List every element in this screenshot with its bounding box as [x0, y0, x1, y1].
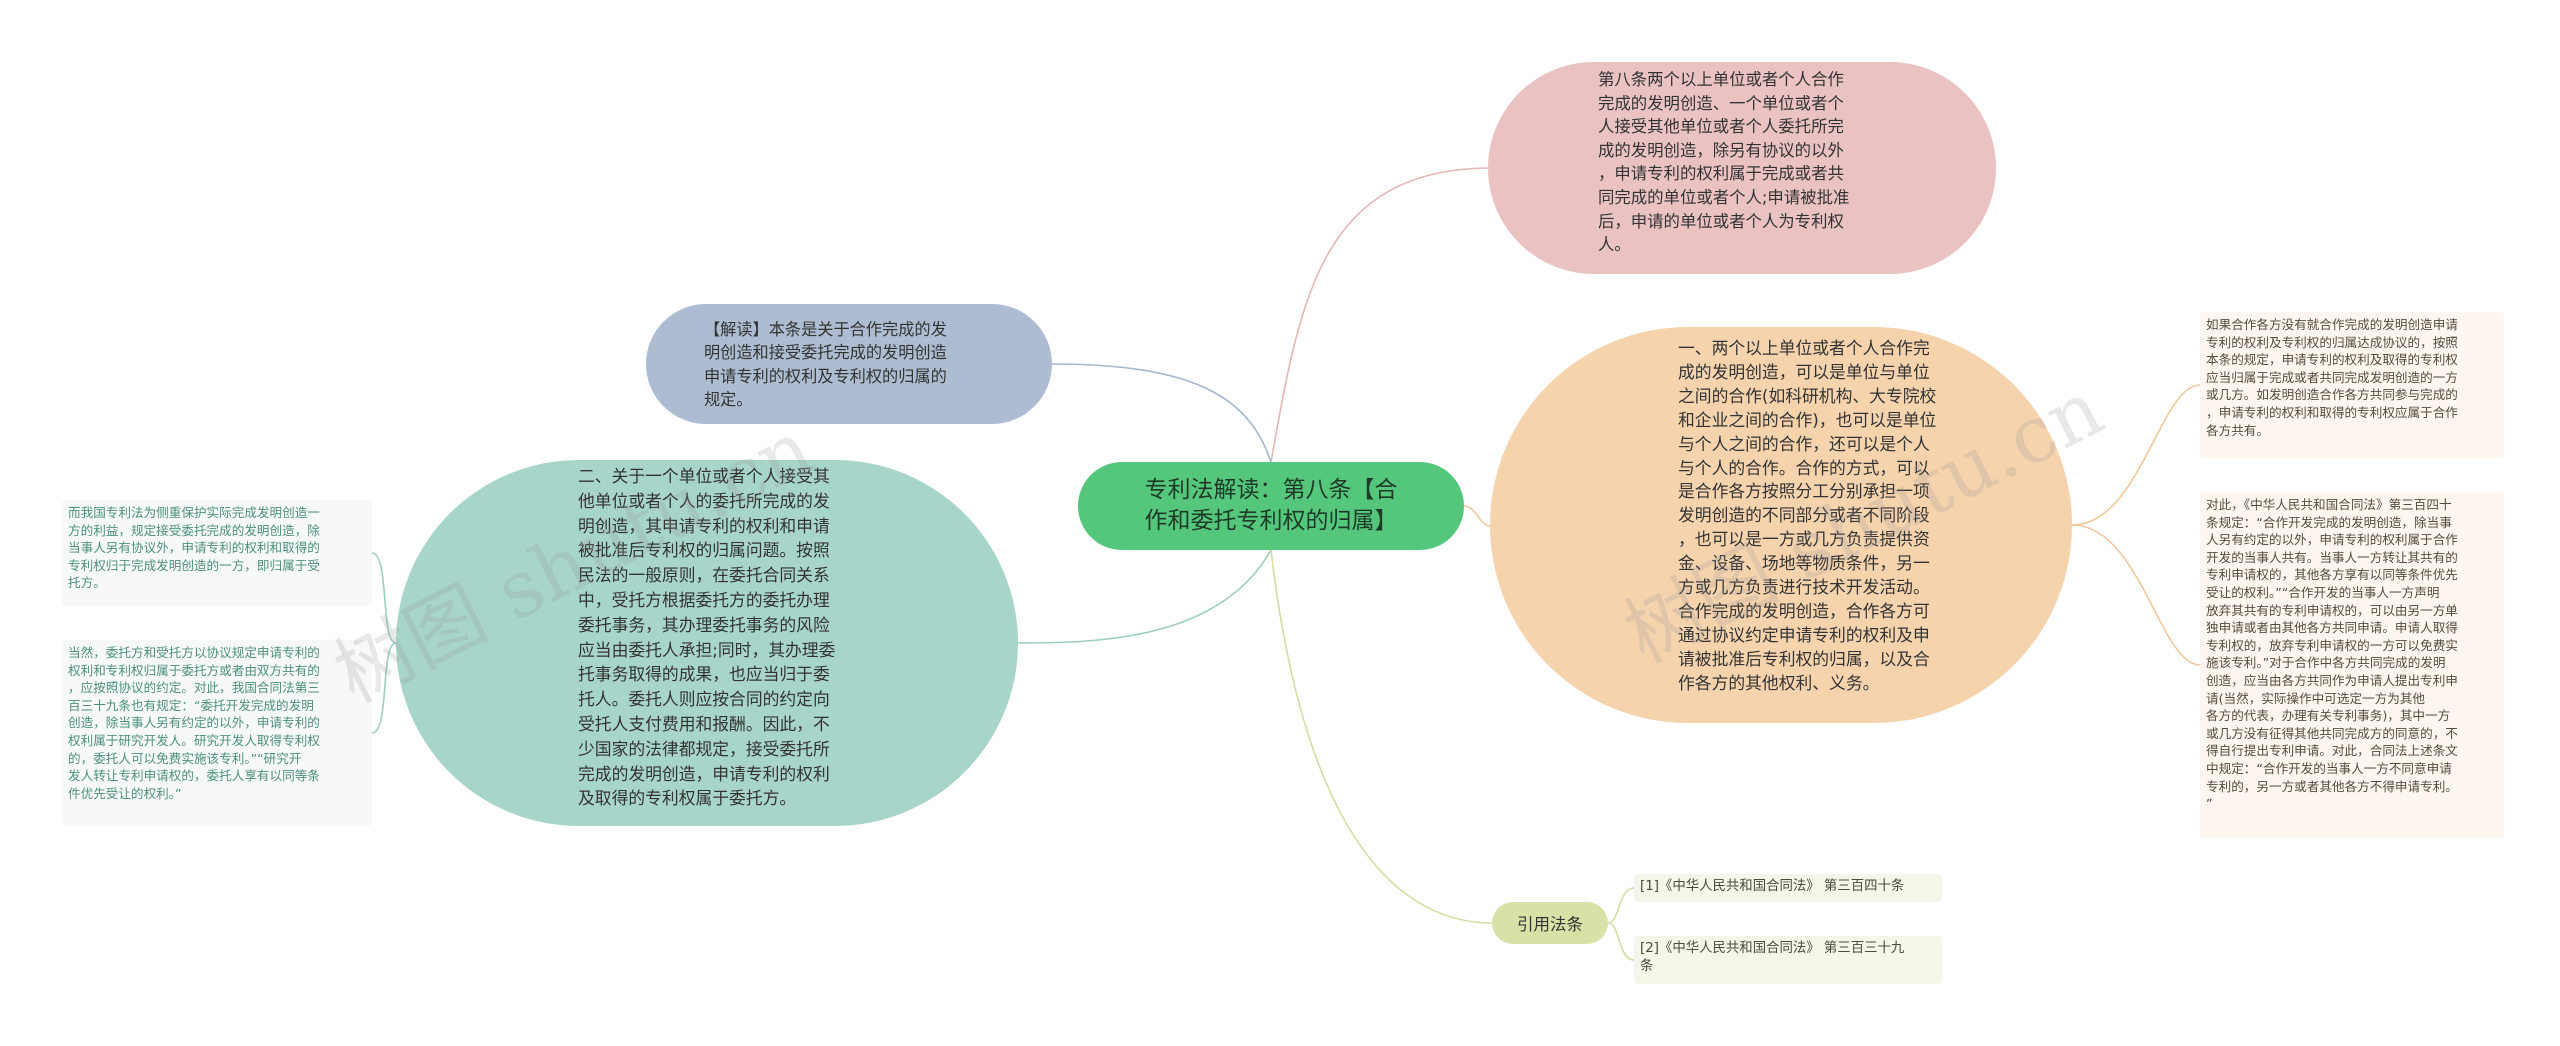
- commission-note-2[interactable]: 当然，委托方和受托方以协议规定申请专利的 权利和专利权归属于委托方或者由双方共有…: [62, 640, 372, 826]
- citation-item-1-text: [1]《中华人民共和国合同法》 第三百四十条: [1640, 879, 1905, 894]
- connector-root-to-cooperation: [1463, 505, 1491, 527]
- commission-note-1-text: 而我国专利法为侧重保护实际完成发明创造一 方的利益，规定接受委托完成的发明创造，…: [68, 505, 320, 591]
- citations-node[interactable]: 引用法条: [1492, 902, 1608, 944]
- connector-citations-to-cite-1: [1607, 887, 1635, 924]
- commission-note-1[interactable]: 而我国专利法为侧重保护实际完成发明创造一 方的利益，规定接受委托完成的发明创造，…: [62, 500, 372, 606]
- cooperation-note-1-text: 如果合作各方没有就合作完成的发明创造申请 专利的权利及专利权的归属达成协议的，按…: [2206, 317, 2458, 438]
- cooperation-node[interactable]: 一、两个以上单位或者个人合作完 成的发明创造，可以是单位与单位 之间的合作(如科…: [1490, 327, 2072, 723]
- interpretation-text: 【解读】本条是关于合作完成的发 明创造和接受委托完成的发明创造 申请专利的权利及…: [704, 320, 947, 410]
- connector-root-to-interpretation: [1051, 363, 1272, 463]
- interpretation-node[interactable]: 【解读】本条是关于合作完成的发 明创造和接受委托完成的发明创造 申请专利的权利及…: [646, 304, 1052, 424]
- commission-node[interactable]: 二、关于一个单位或者个人接受其 他单位或者个人的委托所完成的发 明创造，其申请专…: [396, 460, 1018, 826]
- cooperation-note-2-text: 对此，《中华人民共和国合同法》第三百四十 条规定：“合作开发完成的发明创造，除当…: [2206, 497, 2458, 812]
- commission-note-2-text: 当然，委托方和受托方以协议规定申请专利的 权利和专利权归属于委托方或者由双方共有…: [68, 645, 320, 801]
- connector-commission-to-note-2: [371, 642, 397, 734]
- connector-root-to-citations: [1270, 549, 1493, 924]
- connector-cooperation-to-note-2: [2071, 524, 2201, 666]
- citation-item-2-text: [2]《中华人民共和国合同法》 第三百三十九 条: [1640, 941, 1905, 975]
- connector-citations-to-cite-2: [1607, 922, 1635, 961]
- root-topic-text: 专利法解读：第八条【合 作和委托专利权的归属】: [1144, 477, 1398, 534]
- connector-commission-to-note-1: [371, 552, 397, 644]
- article-text-node[interactable]: 第八条两个以上单位或者个人合作 完成的发明创造、一个单位或者个 人接受其他单位或…: [1488, 62, 1996, 274]
- cooperation-note-2[interactable]: 对此，《中华人民共和国合同法》第三百四十 条规定：“合作开发完成的发明创造，除当…: [2200, 492, 2504, 838]
- article-text: 第八条两个以上单位或者个人合作 完成的发明创造、一个单位或者个 人接受其他单位或…: [1598, 70, 1850, 255]
- connector-root-to-commission: [1017, 549, 1272, 644]
- commission-text: 二、关于一个单位或者个人接受其 他单位或者个人的委托所完成的发 明创造，其申请专…: [578, 466, 836, 809]
- citations-label: 引用法条: [1517, 915, 1583, 934]
- citation-item-1[interactable]: [1]《中华人民共和国合同法》 第三百四十条: [1634, 874, 1942, 902]
- root-topic-node[interactable]: 专利法解读：第八条【合 作和委托专利权的归属】: [1078, 462, 1464, 550]
- cooperation-note-1[interactable]: 如果合作各方没有就合作完成的发明创造申请 专利的权利及专利权的归属达成协议的，按…: [2200, 312, 2504, 458]
- cooperation-text: 一、两个以上单位或者个人合作完 成的发明创造，可以是单位与单位 之间的合作(如科…: [1678, 338, 1937, 693]
- citation-item-2[interactable]: [2]《中华人民共和国合同法》 第三百三十九 条: [1634, 936, 1942, 984]
- connector-root-to-article: [1270, 167, 1489, 463]
- connector-cooperation-to-note-1: [2071, 384, 2201, 526]
